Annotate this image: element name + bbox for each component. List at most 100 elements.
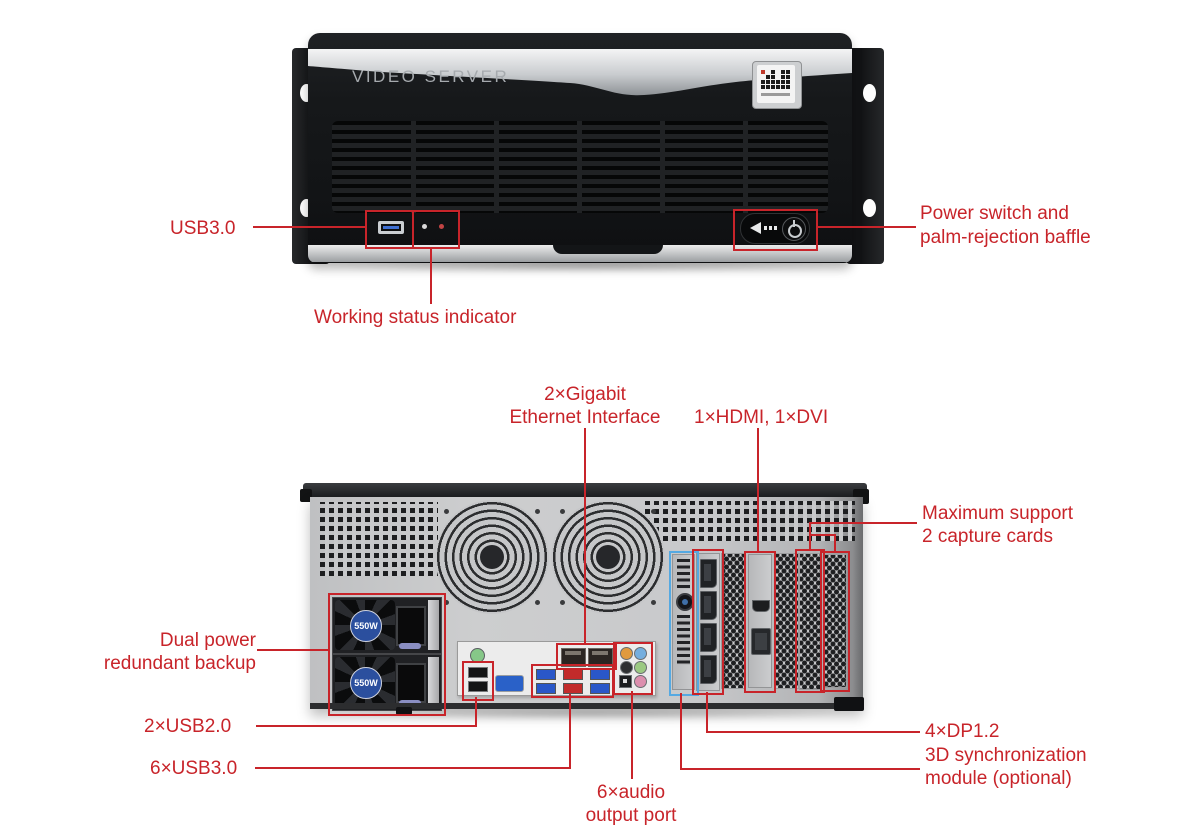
fan-screw xyxy=(444,509,449,514)
label-psu-line2: redundant backup xyxy=(103,653,256,674)
dp-port xyxy=(700,559,717,588)
label-power-line1: Power switch and xyxy=(920,203,1069,224)
label-audio: 6×audio output port xyxy=(556,781,706,827)
callout-line-sync-v xyxy=(680,693,682,770)
power-supply-unit-2: 550W xyxy=(332,654,442,711)
label-ethernet: 2×Gigabit Ethernet Interface xyxy=(480,383,690,429)
callout-line-usb3-v xyxy=(569,694,571,769)
audio-jack-black xyxy=(620,661,633,674)
fan-screw xyxy=(651,600,656,605)
front-usb3-port xyxy=(378,221,404,234)
sync-module-slits xyxy=(677,559,690,589)
motherboard-io-panel xyxy=(457,641,656,696)
highlight-box-displayport xyxy=(692,549,724,695)
highlight-box-front-usb xyxy=(365,210,414,249)
working-status-led xyxy=(439,224,444,229)
slot-cover xyxy=(721,553,745,689)
label-capture: Maximum support 2 capture cards xyxy=(922,502,1073,548)
fan-screw xyxy=(535,509,540,514)
baffle-dot xyxy=(764,226,767,230)
rear-right-edge xyxy=(853,497,863,709)
psu-wattage-badge: 550W xyxy=(350,667,382,699)
fan-screw xyxy=(560,600,565,605)
highlight-box-ethernet xyxy=(556,643,617,670)
power-status-led xyxy=(422,224,427,229)
callout-line-usb3-h xyxy=(255,767,571,769)
ethernet-pins xyxy=(592,651,608,655)
front-rack-ear-right xyxy=(846,48,884,264)
fan-screw xyxy=(444,600,449,605)
label-ethernet-line1: 2×Gigabit xyxy=(544,384,626,405)
displayport-card xyxy=(696,553,720,691)
audio-jack-blue xyxy=(634,647,647,660)
usb3-port xyxy=(536,669,556,680)
power-switch-cluster xyxy=(740,213,810,244)
vga-port xyxy=(495,675,524,692)
power-button xyxy=(782,217,806,241)
rear-vent-left xyxy=(320,502,438,576)
front-silver-band xyxy=(308,49,852,96)
baffle-arrow-icon xyxy=(750,222,761,234)
dvi-pins xyxy=(755,633,767,650)
sync-connector-pin xyxy=(682,599,688,605)
highlight-box-hdmi-dvi xyxy=(744,551,776,693)
rear-bottom-edge xyxy=(310,703,863,709)
dp-slot xyxy=(704,628,711,645)
callout-line-usb2-v xyxy=(475,697,477,727)
rear-shadow xyxy=(320,706,860,720)
callout-line-psu xyxy=(257,649,328,651)
vent-divider xyxy=(411,121,416,213)
usb-blue-tab xyxy=(383,226,399,229)
optical-audio-port xyxy=(619,675,632,688)
power-icon xyxy=(788,224,802,238)
usb2-port xyxy=(468,667,488,678)
callout-line-front-usb xyxy=(253,226,365,228)
label-front-usb: USB3.0 xyxy=(170,218,236,239)
dp-port xyxy=(700,623,717,652)
dp-port xyxy=(700,591,717,620)
highlight-box-usb2 xyxy=(462,661,494,701)
hdmi-port xyxy=(752,600,770,612)
audio-jack-green xyxy=(634,661,647,674)
chassis-foot xyxy=(834,697,864,711)
capture-card-slot-1 xyxy=(799,553,822,690)
label-capture-line1: Maximum support xyxy=(922,503,1073,524)
callout-line-capture xyxy=(809,522,917,524)
baffle-dot xyxy=(769,226,772,230)
psu-wattage-badge: 550W xyxy=(350,610,382,642)
fan-hub xyxy=(596,545,620,569)
audio-jack-orange xyxy=(620,647,633,660)
callout-line-audio xyxy=(631,691,633,779)
label-psu-line1: Dual power xyxy=(159,630,256,651)
callout-line-dp-v xyxy=(706,692,708,733)
dvi-port xyxy=(751,628,771,655)
label-audio-line2: output port xyxy=(585,805,677,826)
label-power-line2: palm-rejection baffle xyxy=(920,227,1091,248)
rear-rail-tab-left xyxy=(300,489,312,502)
brand-logo-badge xyxy=(752,61,802,109)
rack-ear-hole xyxy=(863,84,876,102)
sync-module-card xyxy=(672,554,695,690)
label-sync-line2: module (optional) xyxy=(925,768,1072,789)
callout-line-capture-tick2 xyxy=(834,534,836,551)
dp-slot xyxy=(704,596,711,613)
dp-slot xyxy=(704,564,711,581)
optical-pin xyxy=(623,679,627,683)
rack-ear-hole xyxy=(863,199,876,217)
front-vent-grille xyxy=(332,121,828,213)
highlight-box-usb3 xyxy=(531,664,614,698)
callout-line-capture-tick1 xyxy=(809,522,811,551)
usb3-port-red xyxy=(563,683,583,694)
cooling-fan-right xyxy=(551,500,665,614)
highlight-box-capture-slot-2 xyxy=(820,551,850,692)
fan-screw xyxy=(651,509,656,514)
callout-line-hdmi xyxy=(757,428,759,551)
vent-divider xyxy=(660,121,665,213)
highlight-box-audio xyxy=(613,642,653,695)
ethernet-port-2 xyxy=(588,648,613,667)
usb3-port xyxy=(536,683,556,694)
callout-line-power xyxy=(816,226,916,228)
highlight-box-status-leds xyxy=(412,210,460,249)
hdmi-dvi-card xyxy=(748,554,772,688)
